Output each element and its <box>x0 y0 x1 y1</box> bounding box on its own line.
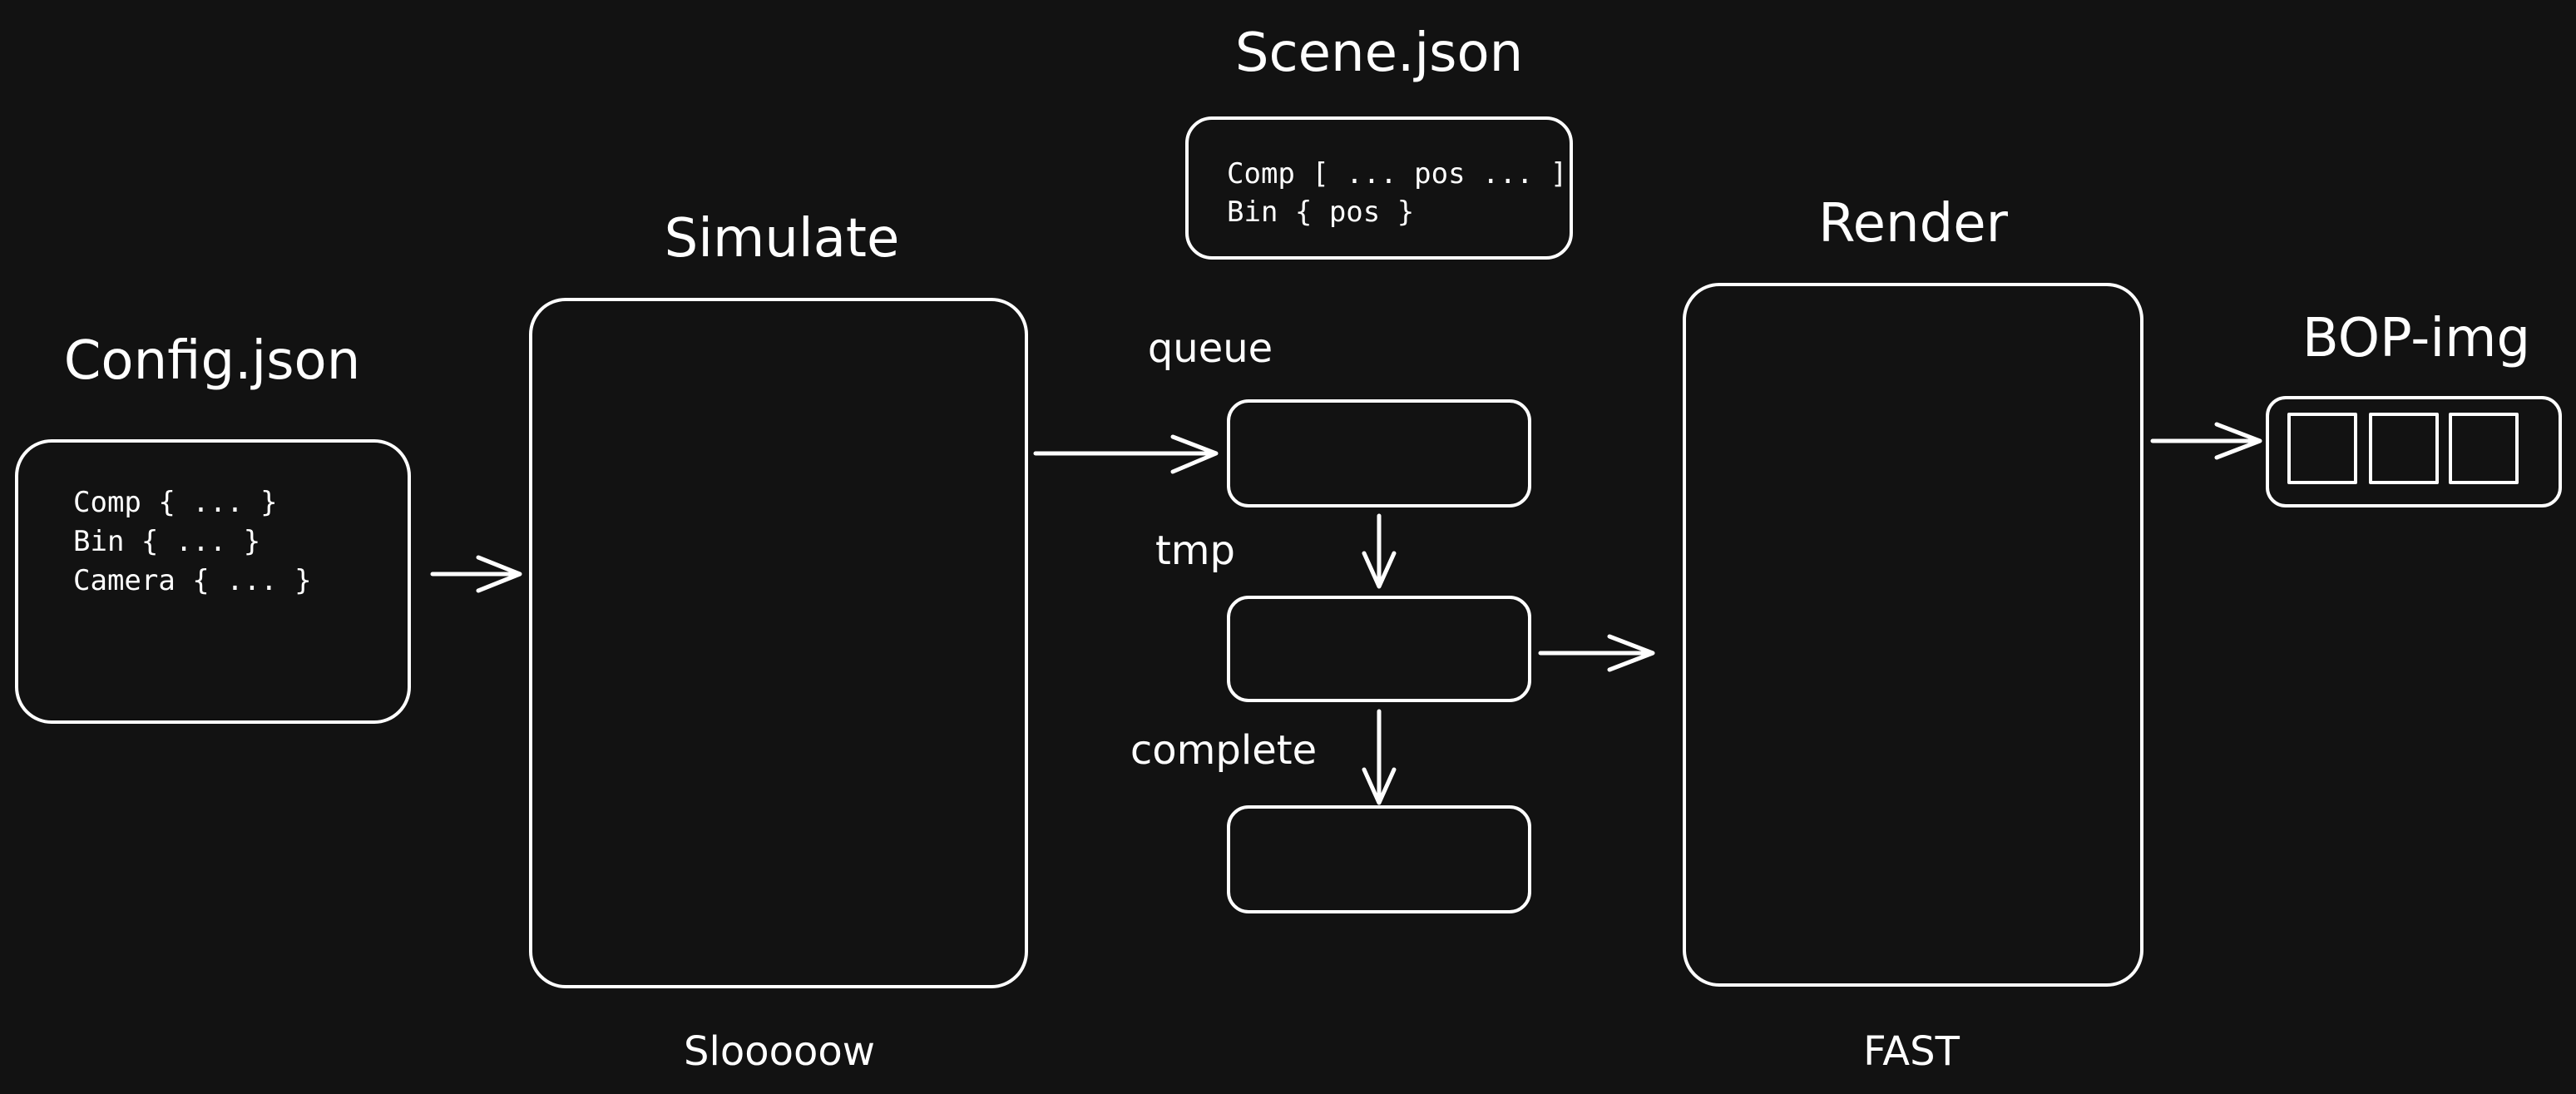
arrow-tmp-to-render <box>1538 634 1655 672</box>
tmp-label: tmp <box>1155 527 1235 574</box>
arrow-queue-to-tmp <box>1362 513 1397 589</box>
complete-label: complete <box>1130 727 1317 774</box>
simulate-title: Simulate <box>665 208 900 270</box>
config-box <box>15 439 411 724</box>
arrow-render-to-bop <box>2150 422 2262 460</box>
bop-image-slot-3 <box>2449 413 2519 484</box>
arrow-simulate-to-queue <box>1033 434 1219 474</box>
simulate-caption: Slooooow <box>684 1028 875 1075</box>
render-caption: FAST <box>1863 1028 1960 1075</box>
queue-box <box>1227 399 1531 507</box>
config-line-comp: Comp { ... } <box>73 486 278 519</box>
config-title: Config.json <box>64 330 361 392</box>
simulate-box <box>529 298 1028 988</box>
complete-box <box>1227 805 1531 913</box>
queue-label: queue <box>1148 325 1273 372</box>
bop-image-slot-1 <box>2287 413 2357 484</box>
arrow-config-to-simulate <box>430 555 522 593</box>
render-box <box>1683 283 2143 987</box>
config-line-camera: Camera { ... } <box>73 564 312 597</box>
bop-image-slot-2 <box>2369 413 2439 484</box>
config-line-bin: Bin { ... } <box>73 525 260 558</box>
arrow-tmp-to-complete <box>1362 709 1397 805</box>
bop-title: BOP-img <box>2302 308 2530 369</box>
tmp-box <box>1227 596 1531 702</box>
scene-box <box>1185 116 1573 260</box>
scene-line-bin: Bin { pos } <box>1227 196 1414 229</box>
render-title: Render <box>1818 193 2009 255</box>
bop-box <box>2266 396 2562 507</box>
scene-line-comp: Comp [ ... pos ... ] <box>1227 157 1567 191</box>
scene-title: Scene.json <box>1235 22 1523 84</box>
